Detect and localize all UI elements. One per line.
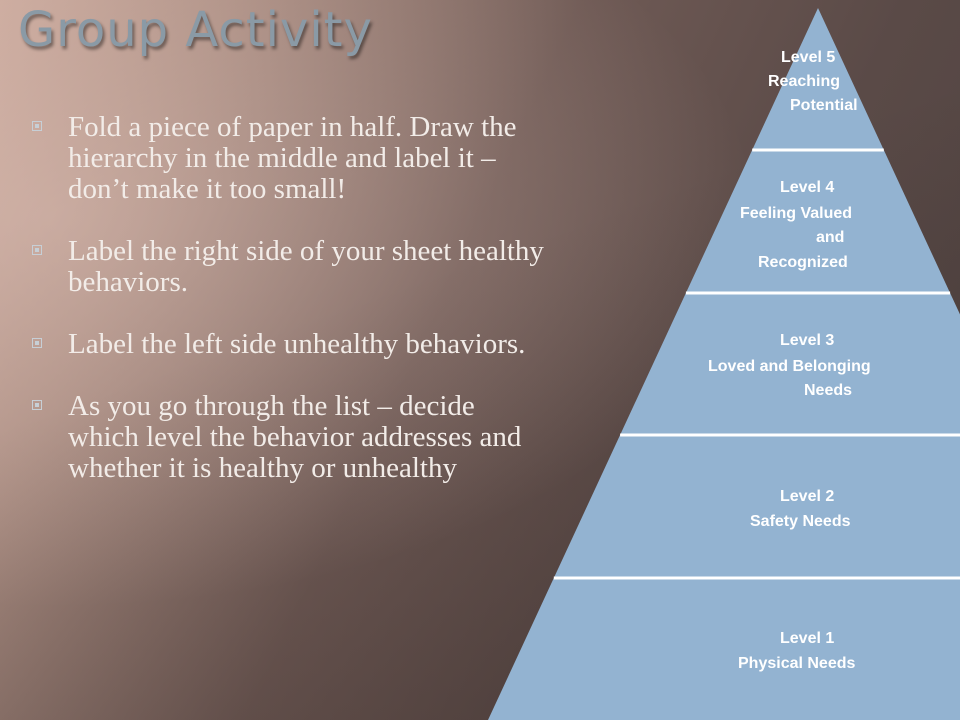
level-5-label-line: Potential — [790, 97, 858, 114]
bullet-text: Label the left side unhealthy behaviors. — [68, 328, 526, 360]
level-1-label-line: Level 1 — [780, 630, 834, 647]
level-5-label-line: Level 5 — [781, 49, 835, 66]
square-bullet-icon — [32, 121, 42, 131]
level-4-label-line: and — [816, 229, 844, 246]
list-item: As you go through the list – decide whic… — [30, 391, 550, 484]
level-2-tier — [553, 435, 960, 578]
level-1-tier — [488, 578, 960, 720]
square-bullet-icon — [32, 245, 42, 255]
bullet-list: Fold a piece of paper in half. Draw the … — [30, 112, 550, 484]
bullet-text: Label the right side of your sheet healt… — [68, 235, 544, 298]
level-3-label-line: Level 3 — [780, 332, 834, 349]
level-4-tier — [685, 150, 951, 293]
level-3-label-line: Needs — [804, 382, 852, 399]
level-3-tier — [620, 293, 960, 435]
list-item: Fold a piece of paper in half. Draw the … — [30, 112, 550, 205]
bullet-text: As you go through the list – decide whic… — [68, 390, 522, 484]
level-4-label-line: Recognized — [758, 254, 848, 271]
level-2-label-line: Safety Needs — [750, 513, 851, 530]
square-bullet-icon — [32, 338, 42, 348]
page-title: Group Activity — [18, 2, 373, 58]
level-4-label-line: Level 4 — [780, 179, 834, 196]
list-item: Label the left side unhealthy behaviors. — [30, 329, 550, 360]
square-bullet-icon — [32, 400, 42, 410]
level-1-label-line: Physical Needs — [738, 655, 856, 672]
list-item: Label the right side of your sheet healt… — [30, 236, 550, 298]
level-2-label-line: Level 2 — [780, 488, 834, 505]
level-3-label-line: Loved and Belonging — [708, 358, 871, 375]
level-5-label-line: Reaching — [768, 73, 840, 90]
level-4-label-line: Feeling Valued — [740, 205, 852, 222]
level-5-tier — [752, 8, 884, 150]
bullet-text: Fold a piece of paper in half. Draw the … — [68, 111, 517, 205]
